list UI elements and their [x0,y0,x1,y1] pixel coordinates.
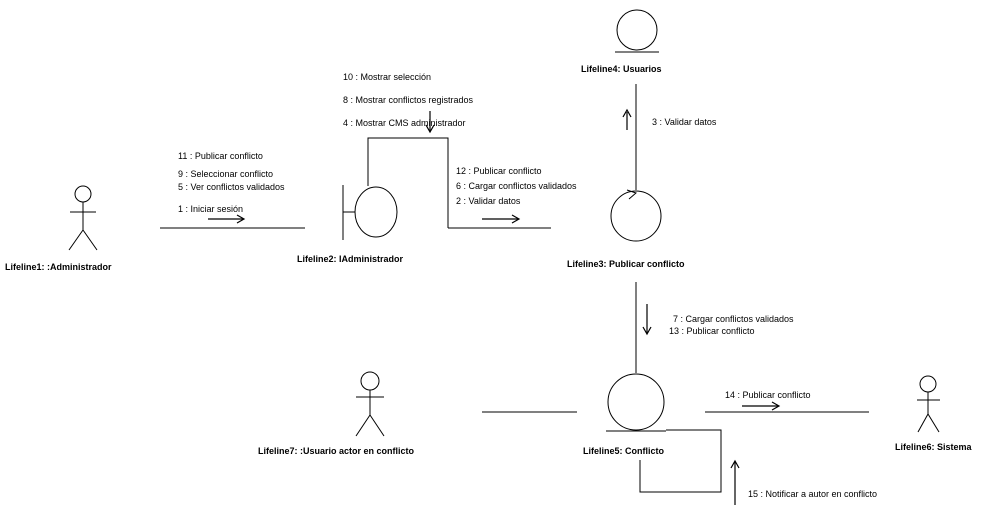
message-label: 13 : Publicar conflicto [669,326,755,336]
conflicto-entity-icon [606,373,666,432]
usuario-actor-icon [355,371,385,437]
arrow-conflicto-self [730,459,740,505]
message-label: 14 : Publicar conflicto [725,390,811,400]
link-conflicto-self [639,429,722,493]
message-label: 6 : Cargar conflictos validados [456,181,577,191]
arrow-publicar-to-conflicto [642,304,652,336]
arrow-publicar-to-usuarios [622,108,632,130]
lifeline-conflicto-label: Lifeline5: Conflicto [583,446,665,456]
lifeline-usuario-actor-label: Lifeline7: :Usuario actor en conflicto [258,446,415,456]
arrow-conflicto-to-sistema [742,401,781,411]
lifeline-publicar-conflicto-label: Lifeline3: Publicar conflicto [567,259,685,269]
arrow-admin-to-iadmin [208,214,246,224]
message-label: 3 : Validar datos [652,117,717,127]
message-label: 4 : Mostrar CMS administrador [343,118,466,128]
message-label: 1 : Iniciar sesión [178,204,243,214]
message-label: 5 : Ver conflictos validados [178,182,285,192]
message-label: 9 : Seleccionar conflicto [178,169,273,179]
message-label: 10 : Mostrar selección [343,72,431,82]
arrow-iadmin-self [425,111,435,134]
lifeline-administrador-label: Lifeline1: :Administrador [5,262,112,272]
message-label: 7 : Cargar conflictos validados [673,314,794,324]
sistema-actor-icon [917,375,940,433]
message-label: 2 : Validar datos [456,196,521,206]
message-label: 8 : Mostrar conflictos registrados [343,95,474,105]
message-label: 15 : Notificar a autor en conflicto [748,489,877,499]
message-label: 11 : Publicar conflicto [178,151,263,161]
lifeline-usuarios-label: Lifeline4: Usuarios [581,64,662,74]
publicar-conflicto-control-icon [610,189,662,242]
usuarios-entity-icon [615,9,659,53]
link-iadministrador-self [367,137,449,228]
lifeline-iadministrador-label: Lifeline2: IAdministrador [297,254,404,264]
administrador-actor-icon [68,185,98,251]
iadministrador-boundary-icon [342,185,398,240]
lifeline-sistema-label: Lifeline6: Sistema [895,442,973,452]
message-label: 12 : Publicar conflicto [456,166,542,176]
arrow-iadmin-to-publicar [482,214,521,224]
